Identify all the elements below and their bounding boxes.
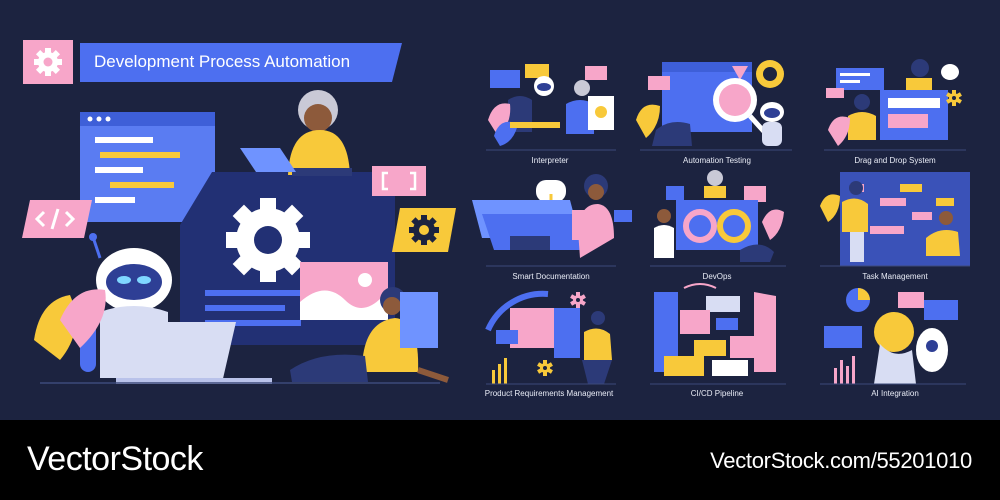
- caption-smart-documentation: Smart Documentation: [512, 272, 590, 281]
- hero-gear-large: [226, 198, 310, 282]
- scene-automation-testing: [636, 60, 792, 151]
- code-tag-icon: [22, 200, 92, 238]
- scene-interpreter: [486, 64, 616, 151]
- hero-scene: [22, 90, 456, 384]
- caption-ai-integration: AI Integration: [871, 389, 919, 398]
- gear-icon: [34, 48, 62, 76]
- front-laptop: [116, 322, 236, 383]
- scene-task-management: [820, 172, 970, 267]
- scene-product-requirements: [485, 290, 616, 385]
- sitting-man: [290, 287, 449, 383]
- bracket-icon: [372, 166, 426, 196]
- scene-devops: [650, 170, 786, 267]
- yellow-gear-tag: [392, 208, 456, 252]
- caption-automation-testing: Automation Testing: [683, 156, 751, 165]
- caption-product-requirements: Product Requirements Management: [484, 389, 614, 398]
- hero-title-banner: [80, 43, 402, 82]
- scene-ai-integration: [820, 288, 966, 385]
- plant-leaves: [34, 289, 106, 360]
- scene-drag-and-drop: [824, 59, 966, 151]
- caption-drag-and-drop: Drag and Drop System: [854, 156, 936, 165]
- laptop-icon: [240, 148, 296, 172]
- caption-task-management: Task Management: [862, 272, 928, 281]
- hero-header: [23, 40, 402, 84]
- image-card: [300, 262, 388, 320]
- footer-image-id: VectorStock.com/55201010: [710, 448, 972, 473]
- code-lines: [95, 137, 180, 203]
- woman-with-laptop: [240, 90, 352, 176]
- caption-interpreter: Interpreter: [531, 156, 569, 165]
- footer-brand: VectorStock: [27, 440, 203, 478]
- illustration-art: [22, 40, 970, 385]
- page-title: Development Process Automation: [94, 52, 351, 71]
- caption-cicd-pipeline: CI/CD Pipeline: [690, 389, 744, 398]
- watermark-footer: [0, 420, 1000, 500]
- scene-cicd-pipeline: [650, 283, 786, 385]
- scene-smart-documentation: [472, 174, 632, 267]
- caption-devops: DevOps: [702, 272, 732, 281]
